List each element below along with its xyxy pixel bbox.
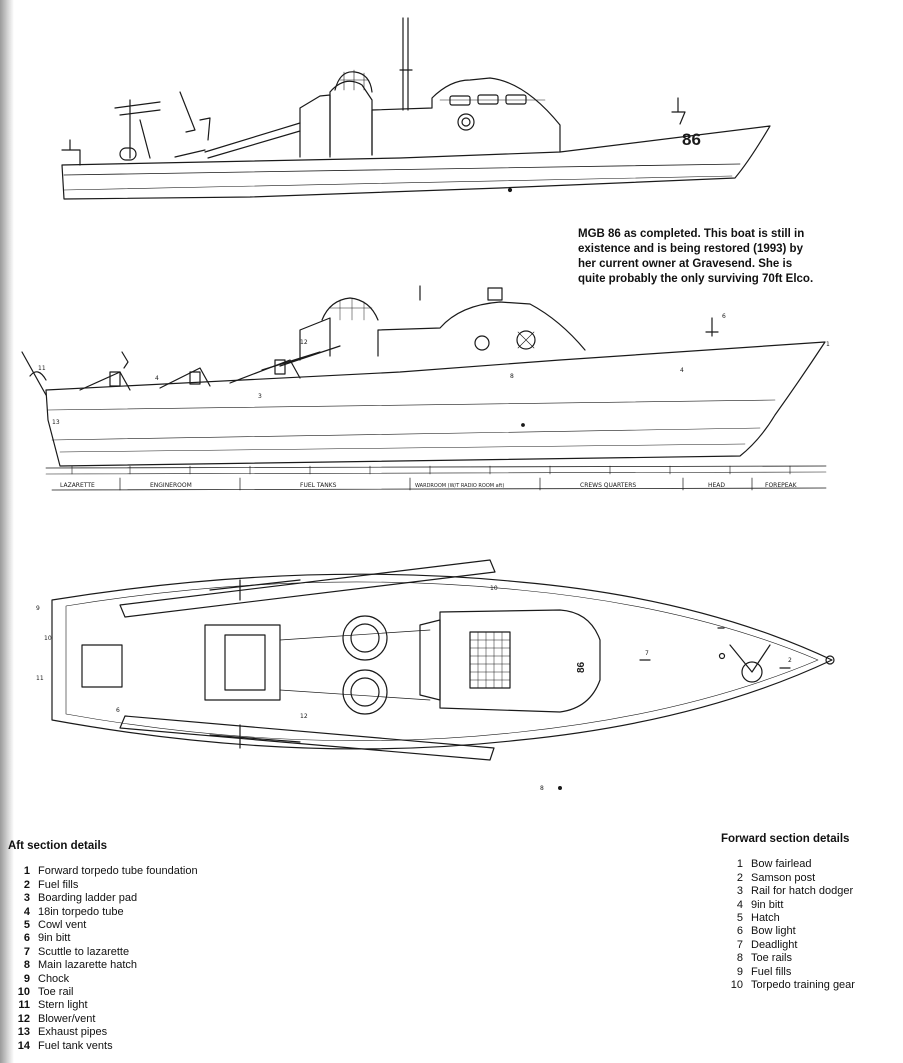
caption-line: quite probably the only surviving 70ft E… [578, 273, 814, 285]
compartment-crews-quarters: CREWS QUARTERS [580, 482, 636, 489]
svg-text:10: 10 [44, 635, 52, 642]
profile-view-inboard: 11 13 4 12 3 8 4 6 1 LAZARETTE ENGINEROO… [21, 285, 830, 491]
svg-text:12: 12 [300, 339, 308, 346]
profile-view-top: 86 [61, 17, 771, 200]
caption-line: her current owner at Gravesend. She is [578, 258, 793, 270]
svg-text:13: 13 [52, 419, 60, 426]
svg-text:4: 4 [680, 367, 684, 374]
svg-text:2: 2 [788, 657, 792, 664]
compartment-wardroom: WARDROOM (W/T RADIO ROOM aft) [415, 483, 504, 489]
caption-line: MGB 86 as completed. This boat is still … [578, 228, 805, 240]
caption-line: existence and is being restored (1993) b… [578, 243, 803, 255]
compartment-fuel-tanks: FUEL TANKS [300, 482, 337, 489]
compartment-lazarette: LAZARETTE [60, 482, 95, 489]
svg-text:6: 6 [722, 313, 726, 320]
svg-text:11: 11 [38, 365, 46, 372]
svg-text:4: 4 [155, 375, 159, 382]
compartment-forepeak: FOREPEAK [765, 482, 798, 489]
compartment-engineroom: ENGINEROOM [150, 482, 192, 489]
svg-text:6: 6 [116, 707, 120, 714]
svg-text:10: 10 [490, 585, 498, 592]
page-gutter-shadow [0, 0, 14, 1063]
svg-text:1: 1 [826, 341, 830, 348]
aft-legend-title: Aft section details [8, 840, 108, 852]
svg-text:11: 11 [36, 675, 44, 682]
svg-text:8: 8 [540, 785, 544, 792]
forward-legend-title: Forward section details [721, 833, 850, 845]
svg-text:12: 12 [300, 713, 308, 720]
svg-text:3: 3 [258, 393, 262, 400]
svg-text:8: 8 [510, 373, 514, 380]
svg-text:9: 9 [36, 605, 40, 612]
hull-number: 86 [682, 130, 701, 149]
svg-text:7: 7 [645, 650, 649, 657]
plan-view-deck: 86 9 10 11 6 12 10 7 2 8 [36, 559, 835, 792]
compartment-head: HEAD [708, 482, 725, 489]
figure-caption: MGB 86 as completed. This boat is still … [578, 227, 848, 287]
deck-number: 86 [576, 661, 587, 673]
